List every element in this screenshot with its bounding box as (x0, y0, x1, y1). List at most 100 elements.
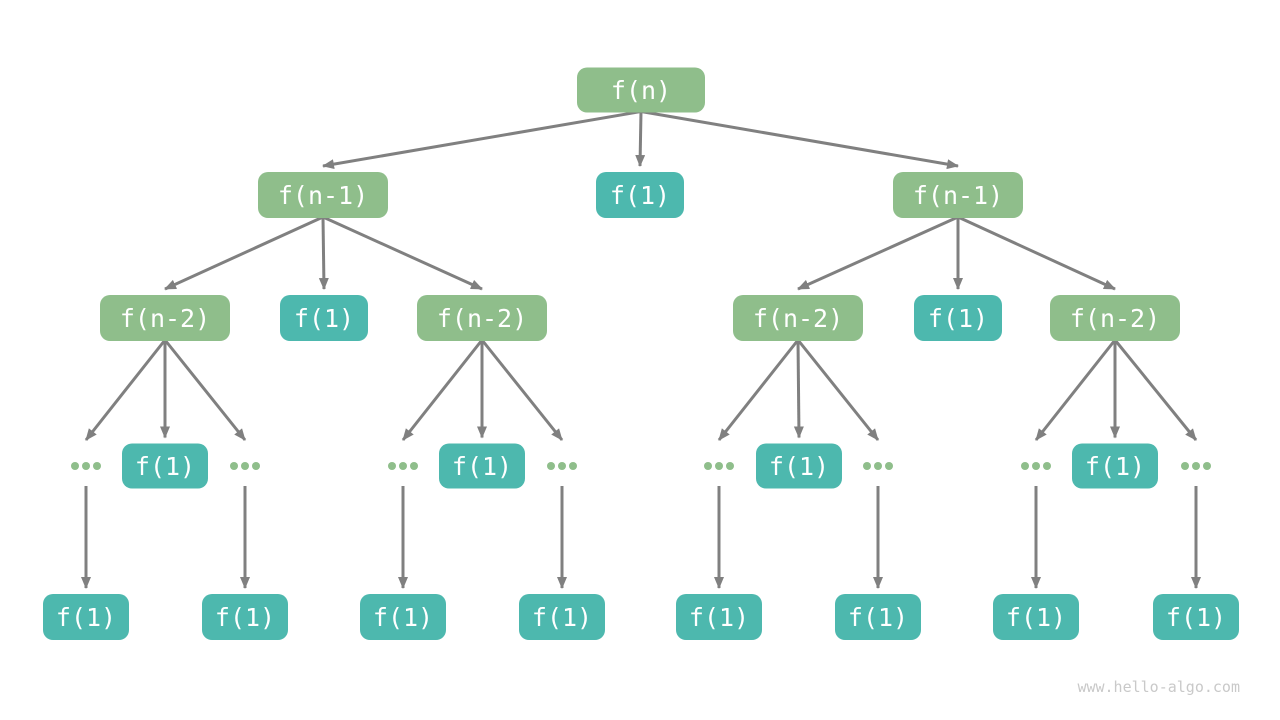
node-label: f(n) (611, 76, 671, 105)
ellipsis-dot-icon (1043, 462, 1051, 470)
ellipsis-dot-icon (547, 462, 555, 470)
tree-edge-n6-e4 (480, 339, 564, 441)
tree-node-n14: f(1) (43, 594, 129, 640)
node-box (519, 594, 605, 640)
tree-edge-n1-n6 (322, 215, 483, 291)
node-box (360, 594, 446, 640)
node-box (835, 594, 921, 640)
tree-node-n12: f(1) (756, 443, 842, 489)
node-label: f(1) (848, 603, 908, 632)
tree-node-n11: f(1) (439, 443, 525, 489)
node-label: f(1) (610, 181, 670, 210)
node-box (733, 295, 863, 341)
ellipsis-dot-icon (1203, 462, 1211, 470)
tree-node-n13: f(1) (1072, 443, 1158, 489)
tree-edge-n3-n9 (957, 215, 1116, 291)
node-box (258, 172, 388, 218)
tree-edge-n1-n5 (318, 216, 329, 290)
node-label: f(1) (928, 304, 988, 333)
node-label: f(1) (1085, 452, 1145, 481)
tree-edge-n0-n3 (640, 110, 959, 170)
node-box (439, 443, 525, 489)
node-box (100, 295, 230, 341)
node-box (202, 594, 288, 640)
ellipsis-dot-icon (410, 462, 418, 470)
ellipsis-dot-icon (704, 462, 712, 470)
ellipsis-dot-icon (230, 462, 238, 470)
ellipsis-dot-icon (863, 462, 871, 470)
node-label: f(1) (135, 452, 195, 481)
ellipsis-dot-icon (1021, 462, 1029, 470)
ellipsis-dot-icon (558, 462, 566, 470)
tree-node-e4 (547, 462, 577, 470)
ellipsis-dot-icon (71, 462, 79, 470)
tree-node-n8: f(1) (914, 295, 1002, 341)
node-label: f(n-2) (753, 304, 843, 333)
ellipsis-dot-icon (82, 462, 90, 470)
node-box (893, 172, 1023, 218)
watermark: www.hello-algo.com (1077, 678, 1240, 696)
tree-edge-n9-e8 (1113, 339, 1198, 441)
tree-edge-n9-e7 (1034, 339, 1117, 441)
node-box (756, 443, 842, 489)
node-box (1050, 295, 1180, 341)
tree-node-e2 (230, 462, 260, 470)
node-box (43, 594, 129, 640)
node-label: f(1) (769, 452, 829, 481)
node-box (417, 295, 547, 341)
ellipsis-dot-icon (388, 462, 396, 470)
node-box (122, 443, 208, 489)
node-label: f(n-2) (120, 304, 210, 333)
node-label: f(n-2) (1070, 304, 1160, 333)
tree-node-e5 (704, 462, 734, 470)
tree-node-n10: f(1) (122, 443, 208, 489)
tree-edge-n0-n2 (635, 111, 646, 167)
node-box (676, 594, 762, 640)
tree-node-n21: f(1) (1153, 594, 1239, 640)
ellipsis-dot-icon (241, 462, 249, 470)
tree-node-n0: f(n) (577, 67, 705, 113)
tree-edge-n7-n12 (793, 339, 804, 439)
tree-node-n15: f(1) (202, 594, 288, 640)
tree-node-n6: f(n-2) (417, 295, 547, 341)
ellipsis-dot-icon (1192, 462, 1200, 470)
node-label: f(1) (56, 603, 116, 632)
nodes-layer: f(n) f(n-1) f(1) f(n-1) f(n-2) f(1) f(n-2) f(n-… (43, 67, 1239, 640)
tree-node-n17: f(1) (519, 594, 605, 640)
node-label: f(1) (1166, 603, 1226, 632)
tree-node-n19: f(1) (835, 594, 921, 640)
node-box (596, 172, 684, 218)
tree-node-e8 (1181, 462, 1211, 470)
ellipsis-dot-icon (252, 462, 260, 470)
tree-node-n1: f(n-1) (258, 172, 388, 218)
node-label: f(1) (373, 603, 433, 632)
tree-node-n20: f(1) (993, 594, 1079, 640)
tree-node-n7: f(n-2) (733, 295, 863, 341)
tree-node-n4: f(n-2) (100, 295, 230, 341)
node-label: f(n-1) (913, 181, 1003, 210)
ellipsis-dot-icon (399, 462, 407, 470)
node-label: f(1) (532, 603, 592, 632)
ellipsis-dot-icon (93, 462, 101, 470)
node-box (993, 594, 1079, 640)
tree-node-n5: f(1) (280, 295, 368, 341)
ellipsis-dot-icon (569, 462, 577, 470)
ellipsis-dot-icon (1032, 462, 1040, 470)
ellipsis-dot-icon (726, 462, 734, 470)
node-box (1153, 594, 1239, 640)
edges-layer (81, 110, 1201, 589)
tree-edge-n3-n7 (797, 215, 959, 291)
node-box (577, 67, 705, 113)
tree-node-e7 (1021, 462, 1051, 470)
tree-edge-n7-e6 (796, 339, 880, 441)
node-box (914, 295, 1002, 341)
ellipsis-dot-icon (1181, 462, 1189, 470)
tree-edge-n0-n1 (322, 110, 642, 170)
tree-edge-n6-e3 (401, 339, 484, 441)
node-label: f(n-1) (278, 181, 368, 210)
tree-node-n2: f(1) (596, 172, 684, 218)
tree-node-n3: f(n-1) (893, 172, 1023, 218)
node-label: f(1) (1006, 603, 1066, 632)
